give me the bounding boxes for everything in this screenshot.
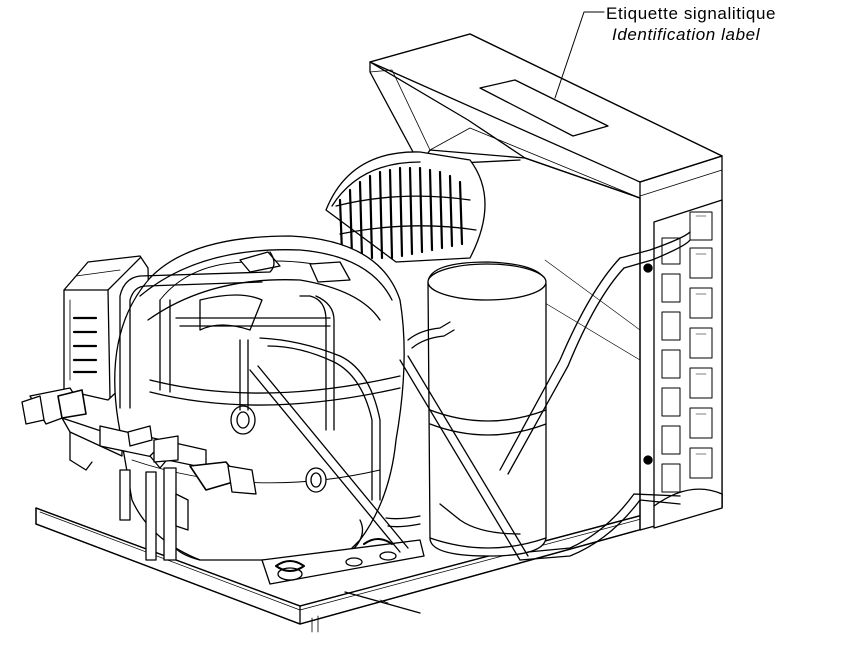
receiver-cylinder bbox=[427, 261, 547, 557]
mounting-bracket bbox=[261, 538, 425, 585]
identification-label-callout: Etiquette signalitique Identification la… bbox=[606, 3, 776, 45]
service-valves bbox=[21, 387, 257, 561]
condenser-coil bbox=[643, 199, 723, 529]
compressor bbox=[114, 235, 405, 561]
fan-guard bbox=[325, 151, 486, 263]
callout-leader bbox=[554, 11, 605, 99]
callout-label-english: Identification label bbox=[612, 25, 761, 44]
callout-label-french: Etiquette signalitique bbox=[606, 4, 777, 23]
refrigerant-tubing bbox=[119, 231, 691, 561]
